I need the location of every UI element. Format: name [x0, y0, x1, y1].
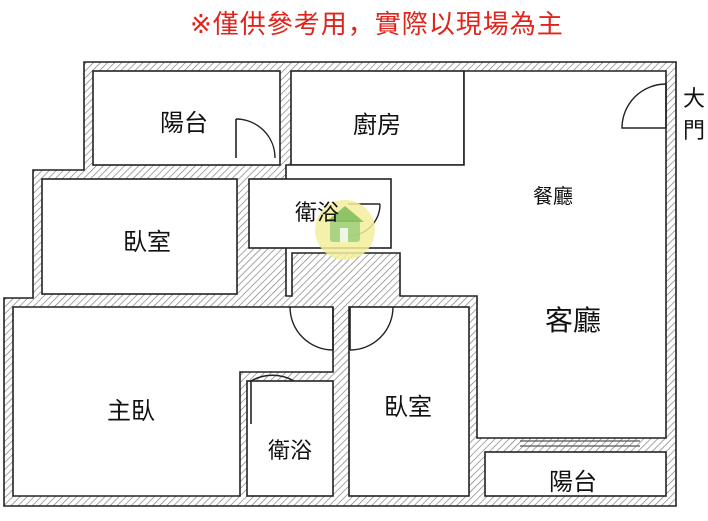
bath-lower-label: 衛浴 — [268, 439, 312, 464]
house-logo-icon — [315, 200, 375, 260]
balcony-bottom-label: 陽台 — [549, 468, 597, 496]
door-master-bedroom[interactable] — [289, 306, 334, 351]
bath-lower-room — [246, 380, 334, 497]
door-bedroom-right[interactable] — [349, 306, 394, 351]
balcony-top-room — [92, 70, 281, 166]
bedroom-left-label: 臥室 — [123, 228, 171, 256]
bedroom-left-room — [41, 178, 238, 295]
bath-upper-label: 衛浴 — [295, 201, 339, 226]
windows — [520, 440, 640, 447]
door-bath-lower[interactable] — [250, 374, 295, 424]
balcony-top-label: 陽台 — [160, 109, 208, 137]
room-interiors — [12, 70, 667, 497]
dining-label: 餐廳 — [533, 184, 573, 208]
balcony-bottom-room — [484, 451, 667, 497]
bedroom-right-label: 臥室 — [384, 393, 432, 421]
room-labels: 陽台 廚房 餐廳 衛浴 臥室 客廳 主臥 臥室 衛浴 陽台 大 門 — [107, 87, 705, 496]
door-balcony-top[interactable] — [235, 118, 276, 159]
master-bedroom-label: 主臥 — [107, 397, 155, 425]
disclaimer-text: ※僅供參考用，實際以現場為主 — [190, 10, 564, 40]
bedroom-right-room — [348, 306, 470, 497]
entrance-label-bottom: 門 — [683, 119, 705, 144]
entrance-label-top: 大 — [683, 87, 705, 112]
door-entrance[interactable] — [621, 83, 667, 129]
living-label: 客廳 — [545, 304, 601, 337]
kitchen-label: 廚房 — [353, 111, 401, 139]
